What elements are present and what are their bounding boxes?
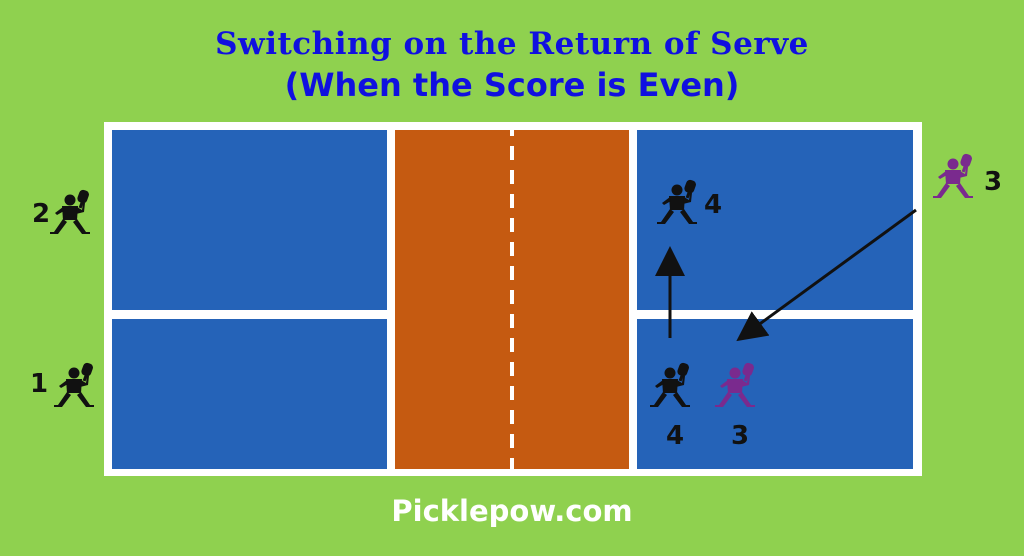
diagram-title: Switching on the Return of Serve: [215, 26, 809, 62]
pickleball-player-icon: [50, 188, 91, 234]
diagram-subtitle: (When the Score is Even): [284, 66, 740, 104]
player-number-right-team-a-start: 4: [666, 421, 684, 451]
right-bottom-service-box: [637, 319, 913, 469]
pickleball-player-icon: [54, 361, 95, 407]
right-top-service-box: [637, 130, 913, 310]
pickleball-player-icon: [933, 152, 974, 198]
player-number-right-team-b-start: 3: [984, 167, 1002, 197]
left-top-service-box: [112, 130, 387, 310]
footer-site-name: Picklepow.com: [391, 494, 633, 528]
left-bottom-service-box: [112, 319, 387, 469]
player-number-left-bottom: 1: [30, 369, 48, 399]
player-number-left-top: 2: [32, 199, 50, 229]
player-number-right-team-b-end: 3: [731, 421, 749, 451]
player-number-right-team-a-end: 4: [704, 190, 722, 220]
arrow-icon: [736, 208, 917, 342]
